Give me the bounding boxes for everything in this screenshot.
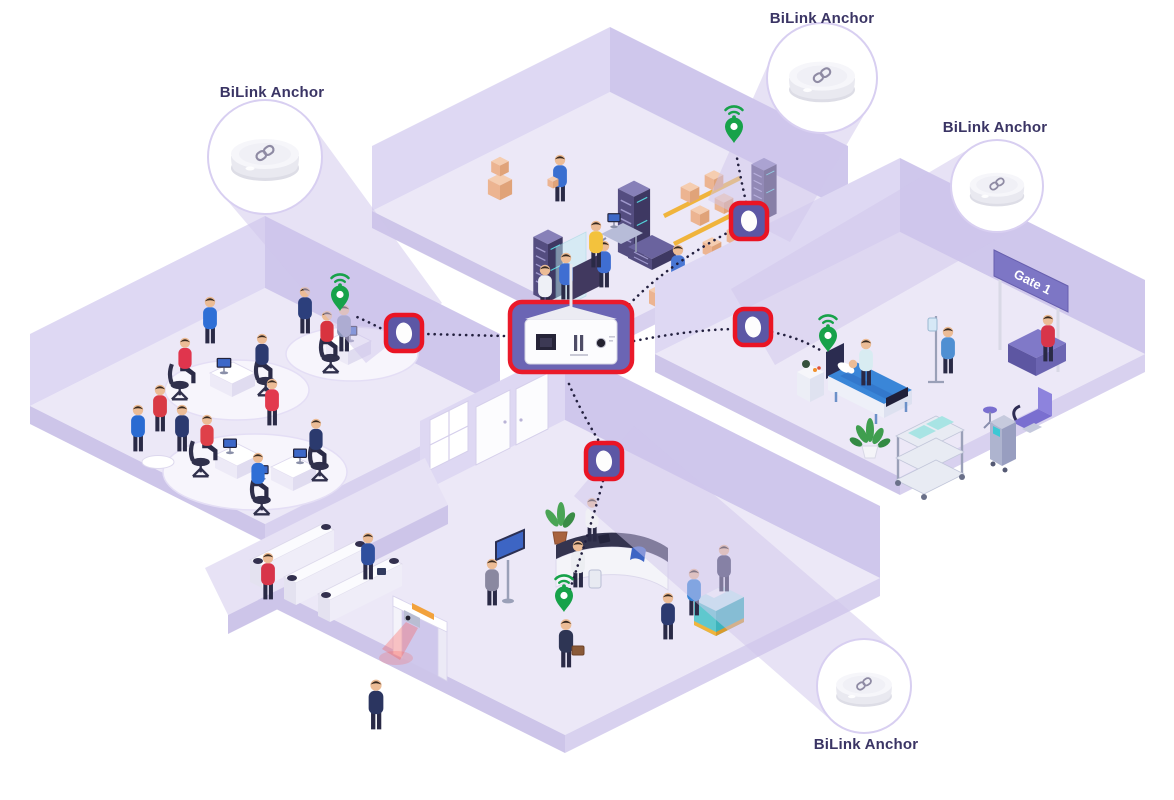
info-kiosk	[495, 528, 525, 604]
bilink-anchor-label: BiLink Anchor	[769, 10, 875, 27]
bilink-anchor-label: BiLink Anchor	[942, 119, 1048, 136]
iv-stand	[927, 316, 944, 384]
lobby-doors	[429, 372, 549, 471]
anchor-callout-right	[950, 139, 1044, 233]
anchor-callout-top-left	[207, 99, 323, 215]
wall-anchor-reception	[586, 443, 622, 479]
visitor-walking	[368, 679, 384, 730]
wall-anchor-hospital	[735, 309, 771, 345]
medical-machine	[990, 415, 1016, 473]
lobby-plant	[545, 502, 576, 545]
scanner-beam	[382, 622, 418, 660]
security-area	[205, 458, 448, 730]
bilink-anchor-label: BiLink Anchor	[219, 84, 325, 101]
potted-plant	[849, 418, 891, 459]
warehouse-people	[538, 154, 685, 312]
exam-chair	[1012, 387, 1052, 433]
turnstiles	[249, 523, 403, 623]
anchor-callout-bottom-right	[816, 638, 912, 734]
gateway-device	[507, 264, 635, 375]
reception-people	[485, 497, 731, 668]
scanner-door	[379, 595, 448, 682]
bilink-anchor-label: BiLink Anchor	[813, 736, 919, 753]
wall-anchor-office	[386, 315, 422, 351]
office-desks	[141, 324, 372, 492]
bedside-cabinet	[797, 360, 824, 402]
medical-cart	[895, 415, 965, 500]
wall-anchor-warehouse	[731, 203, 767, 239]
connection-lines	[350, 156, 822, 600]
anchor-callout-top	[766, 22, 878, 134]
